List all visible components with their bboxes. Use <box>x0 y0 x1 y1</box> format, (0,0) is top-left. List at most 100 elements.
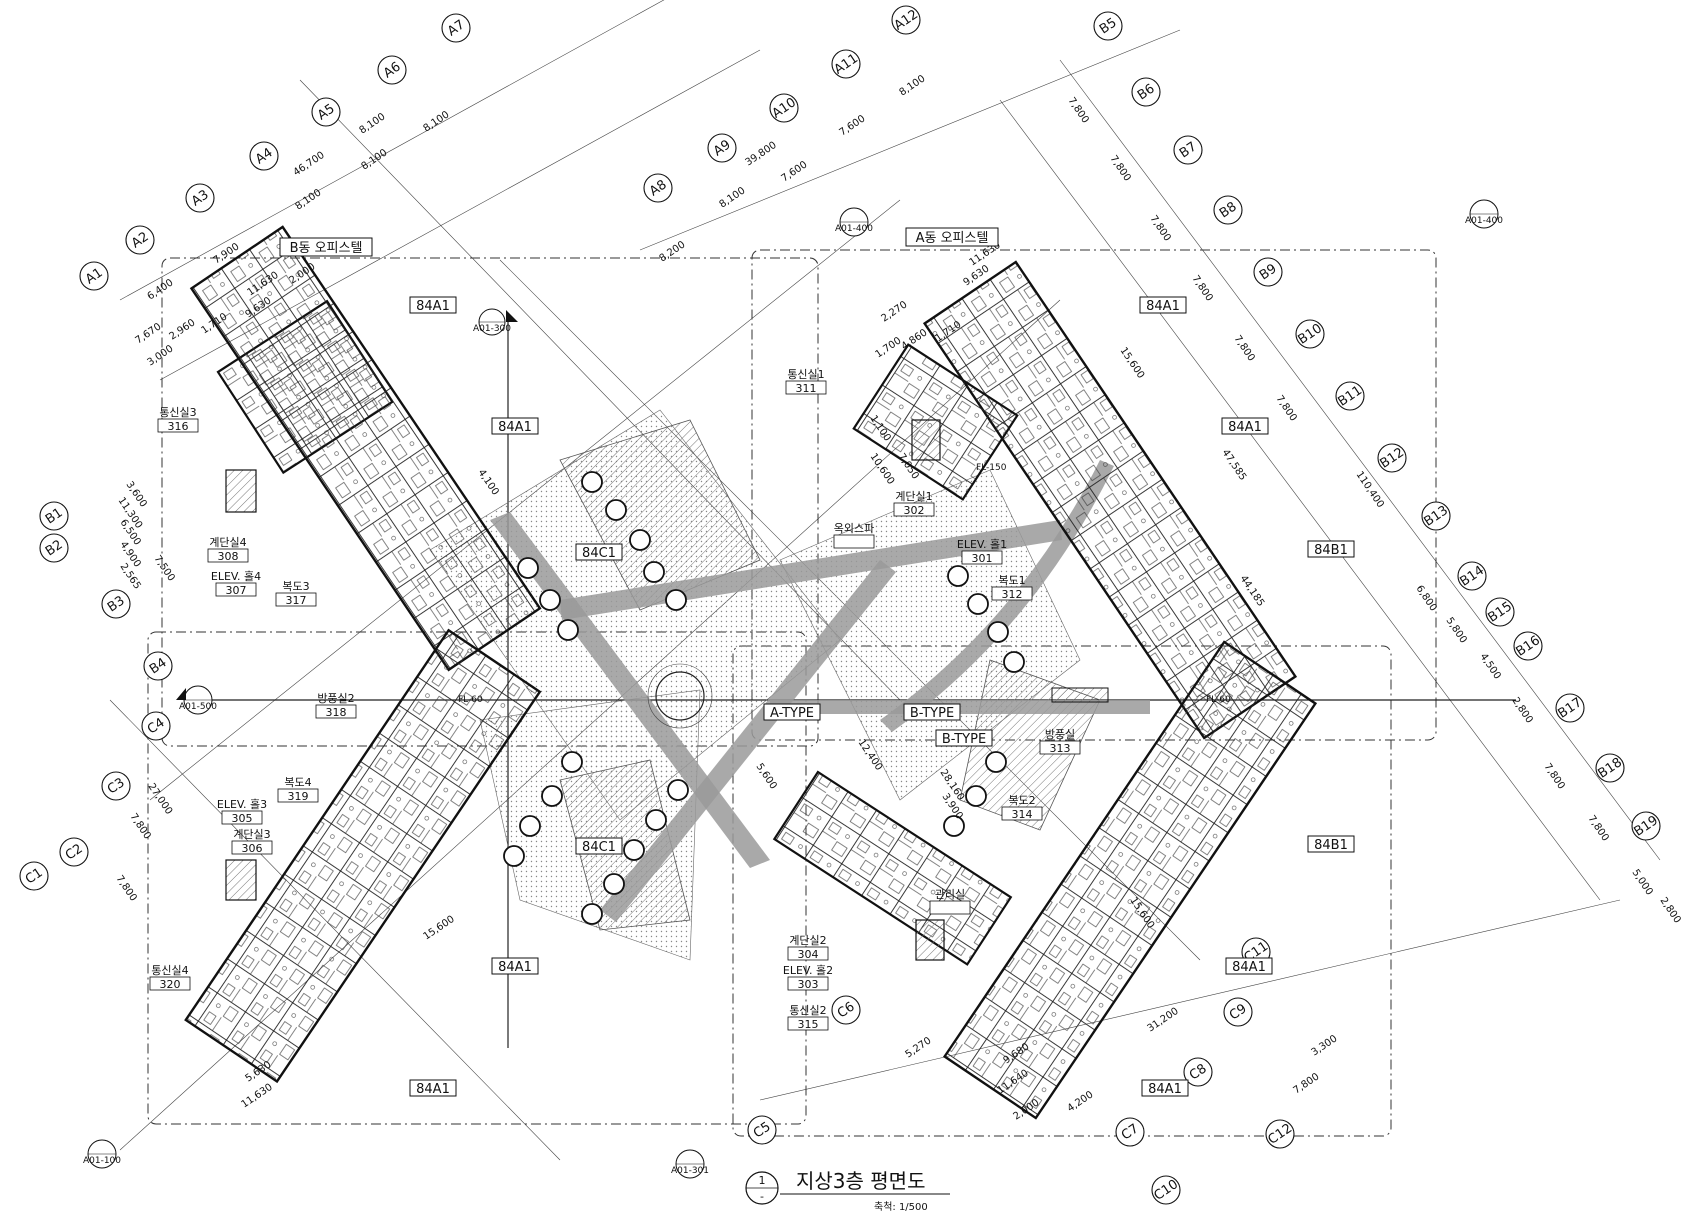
type-tag: B-TYPE <box>935 729 993 747</box>
svg-text:계단실3: 계단실3 <box>233 828 270 841</box>
dimension-text: 8,100 <box>718 185 748 210</box>
dimension-text: 3,300 <box>1310 1033 1340 1058</box>
dimension-text: 5,000 <box>1630 868 1655 898</box>
unit-tag: 84C1 <box>575 543 623 561</box>
svg-text:ELEV. 홀1: ELEV. 홀1 <box>957 538 1007 551</box>
grid-bubble-b4: B4 <box>143 651 173 681</box>
dimension-text: 7,800 <box>1190 274 1215 304</box>
svg-text:FL-60: FL-60 <box>1206 695 1231 705</box>
grid-bubble-a2: A2 <box>125 225 155 255</box>
wing-nw-slab <box>189 225 542 672</box>
grid-bubble-b6: B6 <box>1131 77 1161 107</box>
svg-text:84A1: 84A1 <box>416 299 450 314</box>
svg-text:84A1: 84A1 <box>1148 1082 1182 1097</box>
svg-text:319: 319 <box>288 790 309 803</box>
grid-bubbles-b: B1B2B3B4B5B6B7B8B9B10B11B12B13B14B15B16B… <box>39 11 1661 841</box>
svg-text:303: 303 <box>798 978 819 991</box>
grid-bubble-b8: B8 <box>1213 195 1243 225</box>
grid-bubble-a5: A5 <box>311 97 341 127</box>
grid-bubble-c1: C1 <box>19 861 49 891</box>
svg-text:A01-400: A01-400 <box>835 224 873 234</box>
svg-text:복도3: 복도3 <box>282 580 309 593</box>
building-b-title: B동 오피스텔 <box>279 237 373 257</box>
grid-bubble-b5: B5 <box>1093 11 1123 41</box>
grid-bubble-b18: B18 <box>1595 753 1625 783</box>
dimension-text: 31,200 <box>1146 1006 1181 1035</box>
unit-tag: 84C1 <box>575 837 623 855</box>
dimension-text: 7,800 <box>1108 154 1133 184</box>
dimension-text: 4,100 <box>476 468 501 498</box>
unit-tag: 84A1 <box>491 417 539 435</box>
dimension-text: 6,400 <box>146 277 176 302</box>
dimension-text: 2,270 <box>880 299 910 324</box>
svg-text:계단실2: 계단실2 <box>789 934 826 947</box>
section-marker: A01-100 <box>83 1139 121 1169</box>
type-tag: A-TYPE <box>763 703 821 721</box>
svg-text:316: 316 <box>168 420 189 433</box>
grid-bubble-c12: C12 <box>1265 1119 1295 1149</box>
dimension-text: 46,700 <box>292 150 327 179</box>
svg-text:복도1: 복도1 <box>998 574 1025 587</box>
dimension-text: 8,200 <box>658 239 688 264</box>
dimension-text: 7,670 <box>134 321 164 346</box>
svg-text:84A1: 84A1 <box>498 420 532 435</box>
svg-text:84A1: 84A1 <box>498 960 532 975</box>
drawing-scale: 축척: 1/500 <box>874 1201 928 1213</box>
svg-text:계단실4: 계단실4 <box>209 536 246 549</box>
dimension-text: 3,000 <box>146 343 176 368</box>
svg-text:ELEV. 홀4: ELEV. 홀4 <box>211 570 261 583</box>
dimension-text: 7,800 <box>1586 814 1611 844</box>
grid-bubble-a8: A8 <box>643 173 673 203</box>
svg-text:306: 306 <box>242 842 263 855</box>
dimension-text: 7,800 <box>1232 334 1257 364</box>
unit-tag: 84A1 <box>409 296 457 314</box>
dimension-text: 7,800 <box>128 812 153 842</box>
dimension-text: 7,800 <box>1066 96 1091 126</box>
dimension-text: 7,600 <box>780 159 810 184</box>
room-label: 옥외스파 <box>833 522 875 549</box>
svg-text:B-TYPE: B-TYPE <box>942 732 986 747</box>
svg-text:84A1: 84A1 <box>1146 299 1180 314</box>
grid-bubble-b9: B9 <box>1253 257 1283 287</box>
dimension-text: 11,630 <box>240 1082 275 1111</box>
dimension-text: 4,500 <box>1478 652 1503 682</box>
stair-blocks <box>225 419 1109 961</box>
dimension-text: 7,800 <box>114 874 139 904</box>
dimension-text: 8,100 <box>898 73 928 98</box>
grid-bubble-a11: A11 <box>831 49 861 79</box>
title-sub: - <box>760 1190 764 1203</box>
grid-bubble-b16: B16 <box>1513 631 1543 661</box>
svg-text:FL-60: FL-60 <box>458 695 483 705</box>
drawing-title: 지상3층 평면도 <box>796 1169 925 1193</box>
grid-bubble-c10: C10 <box>1151 1175 1181 1205</box>
svg-text:301: 301 <box>972 552 993 565</box>
unit-tag: 84A1 <box>1139 296 1187 314</box>
svg-text:복도2: 복도2 <box>1008 794 1035 807</box>
grid-bubble-a9: A9 <box>707 133 737 163</box>
svg-text:방풍실2: 방풍실2 <box>317 692 354 705</box>
section-marker: A01-300 <box>473 308 518 336</box>
svg-text:통신실2: 통신실2 <box>789 1004 826 1017</box>
dimension-text: 4,200 <box>1066 1089 1096 1114</box>
svg-text:84A1: 84A1 <box>1232 960 1266 975</box>
grid-bubble-c3: C3 <box>101 771 131 801</box>
svg-text:ELEV. 홀2: ELEV. 홀2 <box>783 964 833 977</box>
dimension-text: 5,600 <box>754 762 779 792</box>
grid-bubble-c2: C2 <box>59 837 89 867</box>
svg-text:320: 320 <box>160 978 181 991</box>
svg-text:A01-100: A01-100 <box>83 1156 121 1166</box>
svg-text:314: 314 <box>1012 808 1033 821</box>
